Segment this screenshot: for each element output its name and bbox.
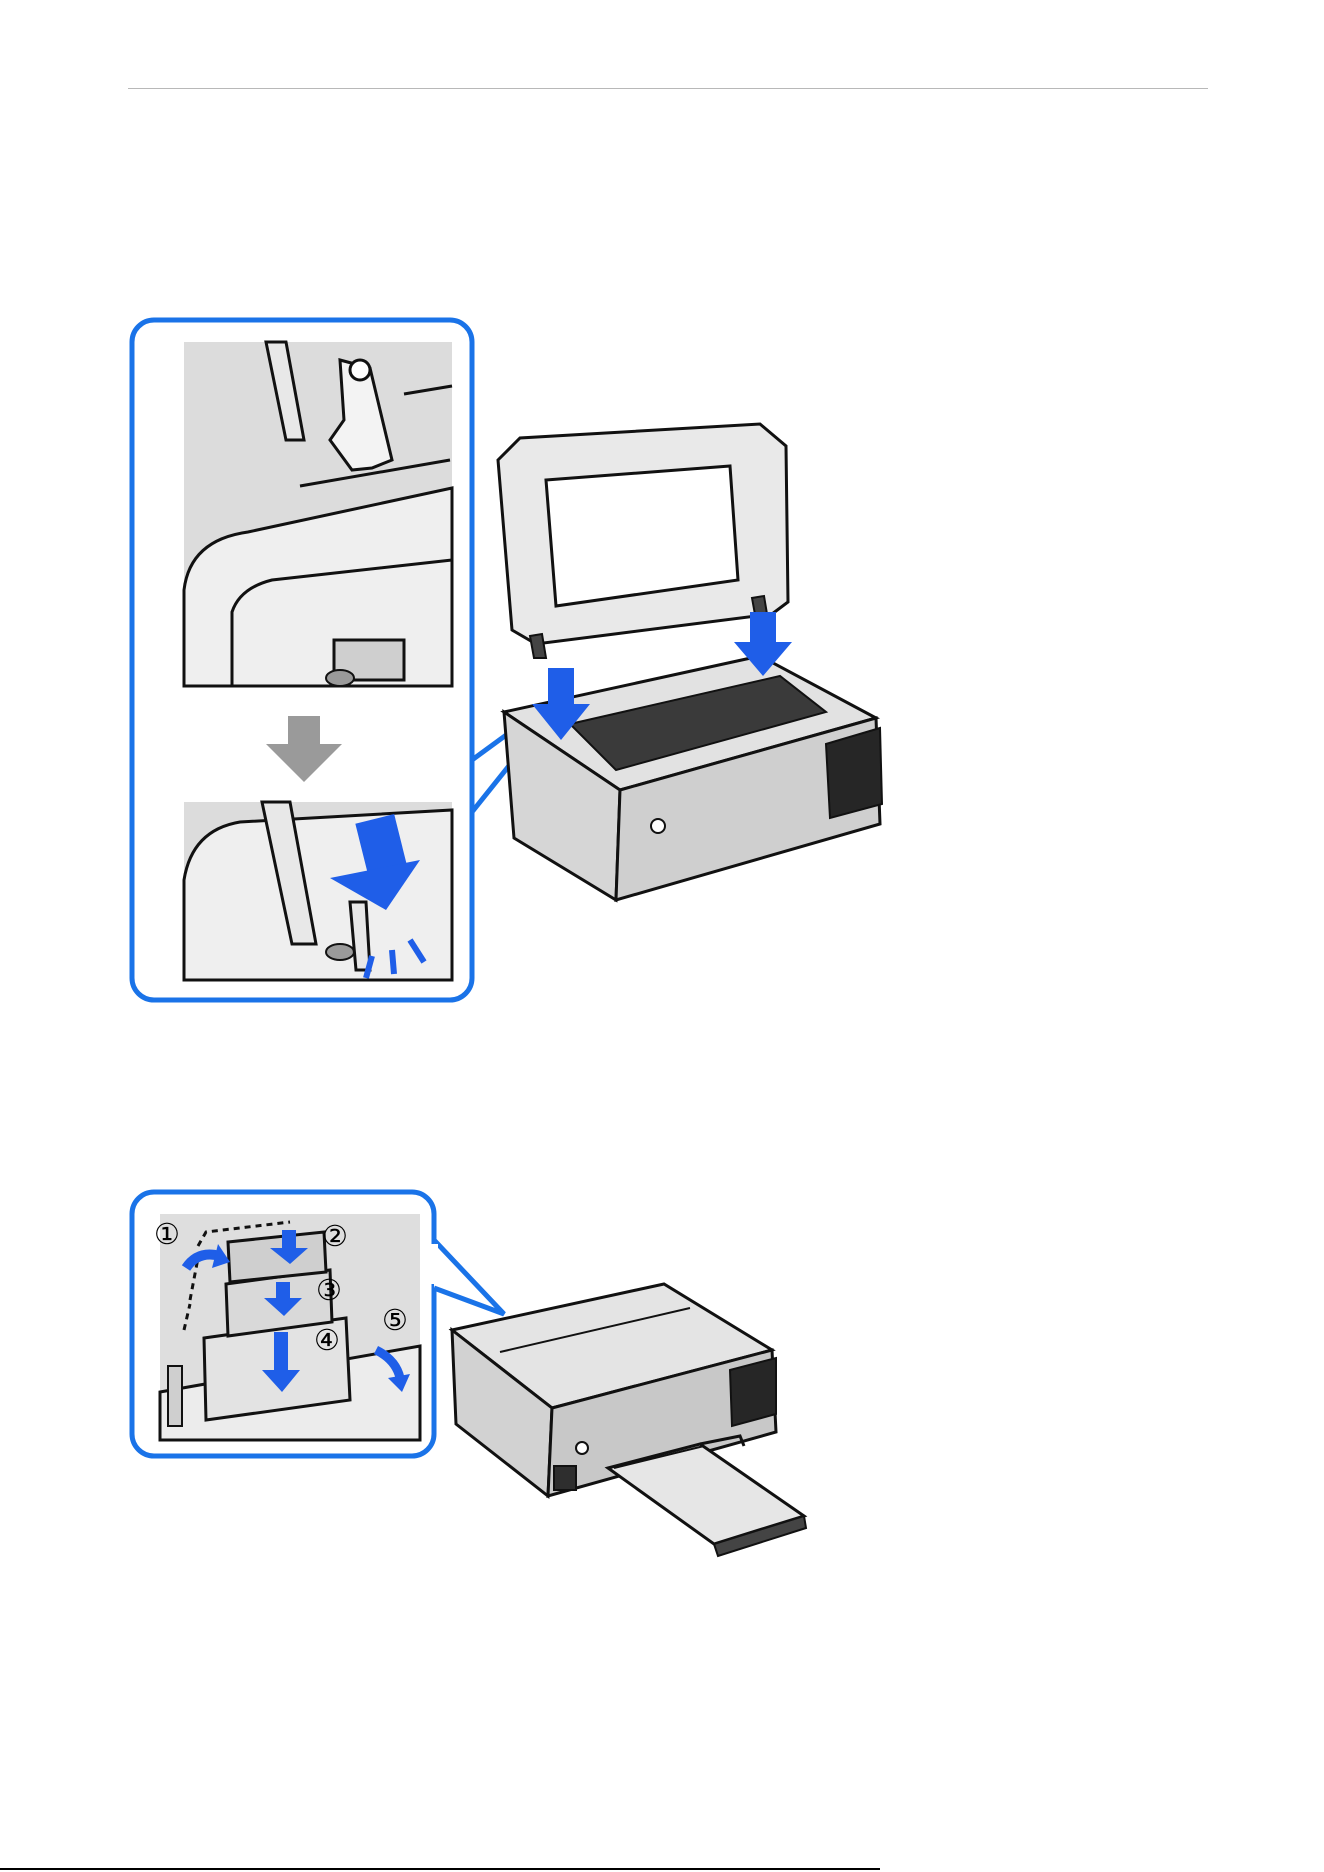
step-1: ① bbox=[154, 1217, 180, 1251]
paper-guide-detail: ① ② ③ ④ ⑤ bbox=[154, 1214, 420, 1440]
footer-rule bbox=[0, 1868, 880, 1870]
printer-with-tray bbox=[452, 1284, 806, 1556]
step-4: ④ bbox=[314, 1323, 340, 1357]
step-5: ⑤ bbox=[382, 1303, 408, 1337]
callout-tail-2 bbox=[434, 1240, 504, 1314]
step-2: ② bbox=[322, 1219, 348, 1253]
step-3: ③ bbox=[316, 1273, 342, 1307]
